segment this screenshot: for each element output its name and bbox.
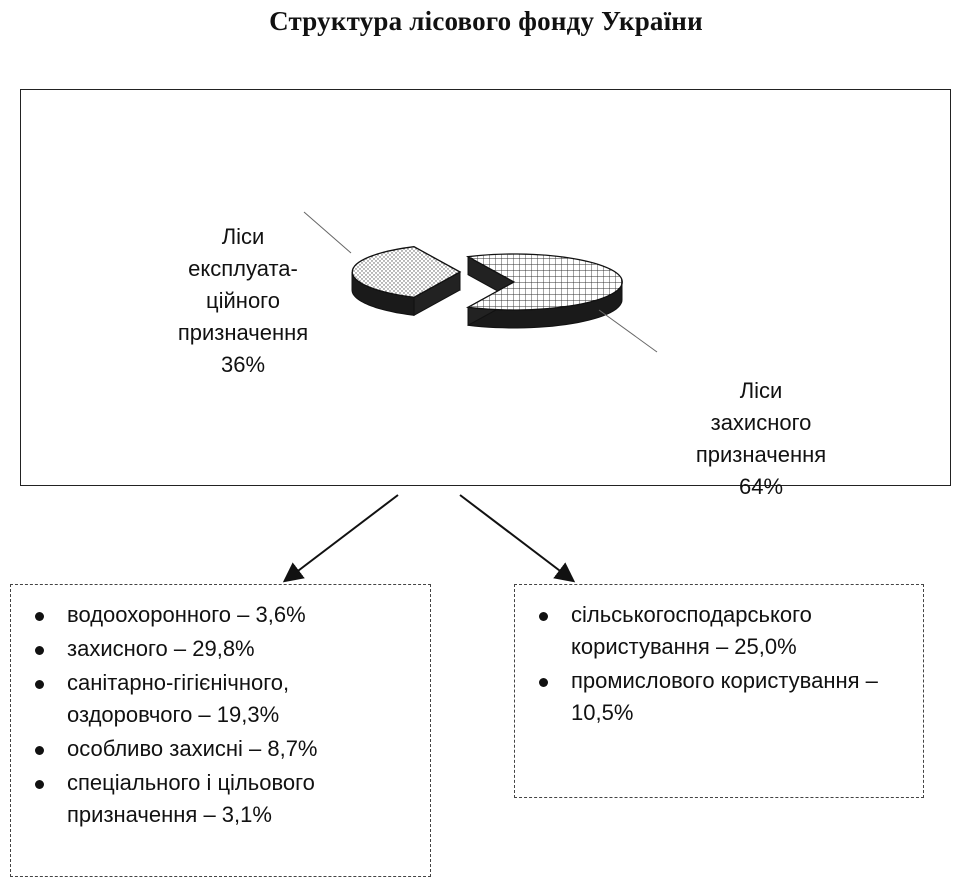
slice-label-protective: Ліси захисного призначення 64% — [661, 375, 861, 503]
breakdown-item: особливо захисні – 8,7% — [29, 733, 416, 765]
slice-label-exploitation: Ліси експлуата-ційного призначення 36% — [143, 221, 343, 381]
chart-frame: Ліси експлуата-ційного призначення 36% Ліси… — [20, 89, 951, 499]
slice-label-line: ційного — [206, 288, 280, 313]
arrow-left — [282, 494, 399, 583]
breakdown-item: спеціального і цільового призначення – 3… — [29, 767, 416, 831]
slice-label-line: захисного — [710, 410, 812, 435]
slice-label-line: призначення — [177, 320, 309, 345]
breakdown-item: водоохоронного – 3,6% — [29, 599, 416, 631]
slice-label-line: 64% — [738, 474, 784, 499]
breakdown-item: санітарно-гігієнічного, оздоровчого – 19… — [29, 667, 416, 731]
page-title: Структура лісового фонду України — [269, 6, 703, 36]
leader-line-exploitation — [303, 211, 352, 254]
breakdown-item: захисного – 29,8% — [29, 633, 416, 665]
pie-chart — [303, 211, 658, 353]
breakdown-item: сільськогосподарського користування – 25… — [533, 599, 909, 663]
pie-slice-protective — [465, 253, 623, 329]
slice-label-line: 36% — [220, 352, 266, 377]
exploitation-breakdown-box: сільськогосподарського користування – 25… — [514, 584, 924, 798]
slice-label-line: Ліси — [221, 224, 265, 249]
slice-label-line: Ліси — [739, 378, 783, 403]
pie-slice-exploitation — [351, 245, 462, 317]
breakdown-item: промислового користування – 10,5% — [533, 665, 909, 729]
slice-label-line: експлуата- — [188, 256, 298, 281]
protective-breakdown-box: водоохоронного – 3,6%захисного – 29,8%са… — [10, 584, 431, 877]
protective-breakdown-list: водоохоронного – 3,6%захисного – 29,8%са… — [29, 599, 416, 831]
slice-label-line: призначення — [695, 442, 827, 467]
arrow-right — [459, 494, 576, 583]
exploitation-breakdown-list: сільськогосподарського користування – 25… — [533, 599, 909, 729]
leader-line-protective — [598, 309, 658, 353]
